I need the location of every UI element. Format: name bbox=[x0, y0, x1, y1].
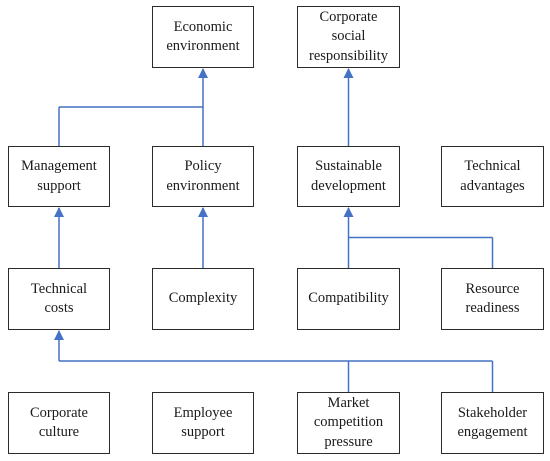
node-economic-environment: Economic environment bbox=[152, 6, 254, 68]
node-resource-readiness: Resource readiness bbox=[441, 268, 544, 330]
node-stakeholder-engagement: Stakeholder engagement bbox=[441, 392, 544, 454]
node-management-support: Management support bbox=[8, 146, 110, 207]
node-employee-support: Employee support bbox=[152, 392, 254, 454]
node-compatibility: Compatibility bbox=[297, 268, 400, 330]
node-technical-advantages: Technical advantages bbox=[441, 146, 544, 207]
node-complexity: Complexity bbox=[152, 268, 254, 330]
node-corporate-social-responsibility: Corporate social responsibility bbox=[297, 6, 400, 68]
node-market-competition-pressure: Market competition pressure bbox=[297, 392, 400, 454]
node-policy-environment: Policy environment bbox=[152, 146, 254, 207]
node-sustainable-development: Sustainable development bbox=[297, 146, 400, 207]
node-corporate-culture: Corporate culture bbox=[8, 392, 110, 454]
node-technical-costs: Technical costs bbox=[8, 268, 110, 330]
